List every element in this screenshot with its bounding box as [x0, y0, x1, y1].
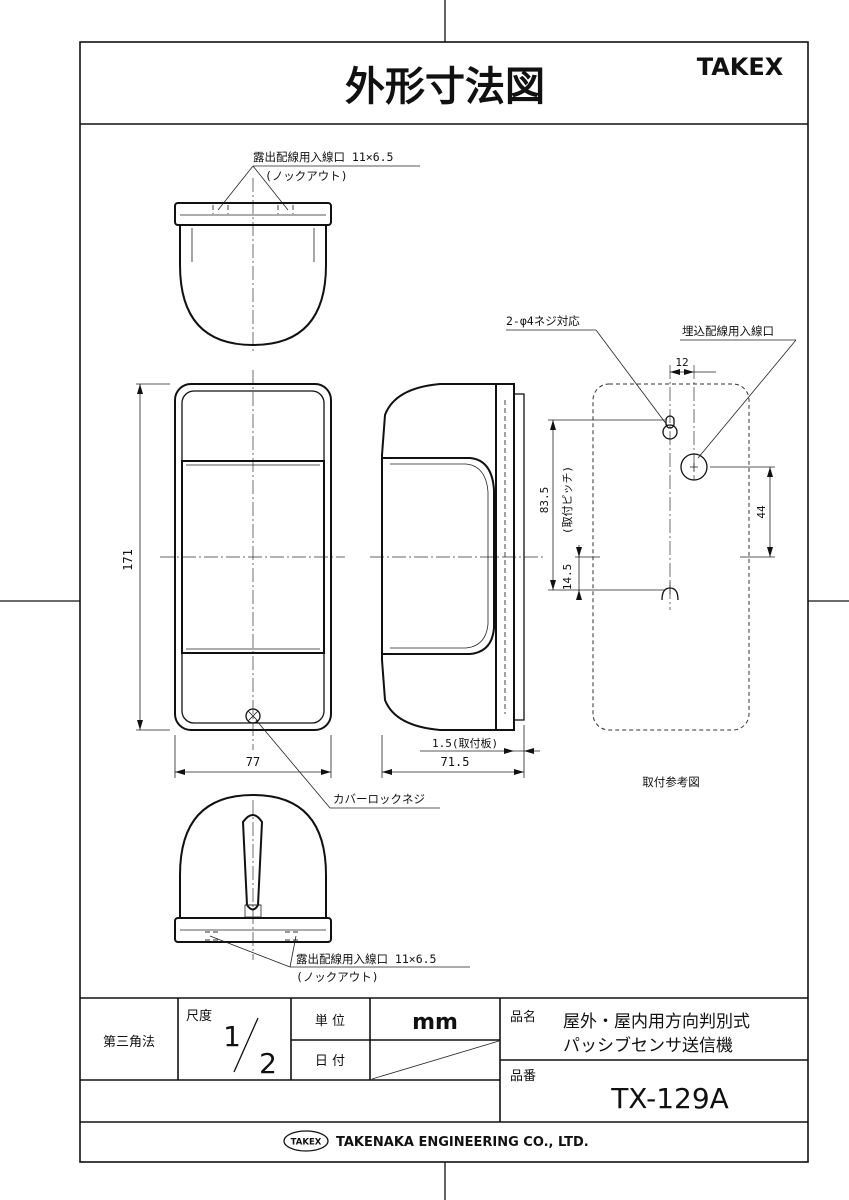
- height-dimension: 171: [121, 549, 135, 571]
- product-code: TX-129A: [610, 1082, 729, 1115]
- date-blank-slash: [371, 1040, 500, 1080]
- small-dimension: 14.5: [561, 564, 574, 591]
- width-dimension: 77: [246, 755, 260, 769]
- top-knockout-label: 露出配線用入線口 11×6.5: [253, 150, 393, 164]
- product-name-line1: 屋外・屋内用方向判別式: [563, 1012, 750, 1032]
- mounting-view: 12 83.5 (取付ピッチ) 14.5 44 2-φ4ネジ対応 埋込配線用入線…: [506, 314, 797, 789]
- embed-wiring-label: 埋込配線用入線口: [682, 324, 774, 338]
- offset-dimension: 12: [675, 356, 688, 369]
- projection-method: 第三角法: [103, 1035, 155, 1050]
- pitch-label: (取付ピッチ): [561, 466, 574, 534]
- scale-denominator: 2: [259, 1047, 277, 1080]
- date-label: 日 付: [315, 1054, 345, 1069]
- front-view: 171 77 カバーロックネジ: [121, 370, 440, 809]
- top-knockout-sublabel: (ノックアウト): [265, 169, 348, 183]
- top-view: 露出配線用入線口 11×6.5 (ノックアウト): [174, 150, 420, 352]
- company-logo: TAKEX: [291, 1138, 322, 1148]
- unit-label: 単 位: [315, 1013, 345, 1029]
- side-view: 71.5 1.5(取付板): [370, 383, 545, 778]
- pitch-dimension: 83.5: [538, 487, 551, 514]
- product-code-label: 品番: [510, 1069, 536, 1084]
- depth-dimension: 71.5: [441, 755, 470, 769]
- cover-lock-screw-icon: [245, 708, 261, 724]
- scale-numerator: 1: [223, 1020, 241, 1053]
- mounting-outline: [592, 383, 750, 731]
- sheet-frame: [79, 41, 809, 1163]
- company-name: TAKENAKA ENGINEERING CO., LTD.: [336, 1135, 589, 1150]
- screw-compat-label: 2-φ4ネジ対応: [506, 314, 580, 328]
- header: 外形寸法図 TAKEX: [345, 53, 784, 110]
- brand-logo: TAKEX: [697, 53, 784, 81]
- product-name-label: 品名: [510, 1009, 536, 1025]
- company-logo-oval: [283, 1130, 329, 1152]
- plate-dimension: 1.5(取付板): [432, 736, 498, 750]
- product-name-line2: パッシブセンサ送信機: [563, 1035, 733, 1056]
- unit-value: mm: [412, 1010, 458, 1035]
- title-block: 第三角法 尺度 1 2 単 位 mm 日 付 品名 屋外・屋内用方向判別式 パッ…: [80, 997, 808, 1152]
- mounting-caption: 取付参考図: [642, 775, 700, 789]
- bottom-view: 露出配線用入線口 11×6.5 (ノックアウト): [174, 793, 470, 984]
- page-title: 外形寸法図: [345, 64, 545, 110]
- bottom-knockout-label: 露出配線用入線口 11×6.5: [296, 952, 436, 966]
- mount-handle: [241, 814, 264, 911]
- scale-label: 尺度: [186, 1008, 212, 1024]
- hole-dimension: 44: [755, 505, 768, 519]
- bottom-knockout-sublabel: (ノックアウト): [296, 970, 379, 984]
- cover-lock-screw-label: カバーロックネジ: [333, 792, 425, 806]
- embed-wiring-hole: [680, 453, 708, 481]
- keyhole-top-icon: [662, 424, 678, 440]
